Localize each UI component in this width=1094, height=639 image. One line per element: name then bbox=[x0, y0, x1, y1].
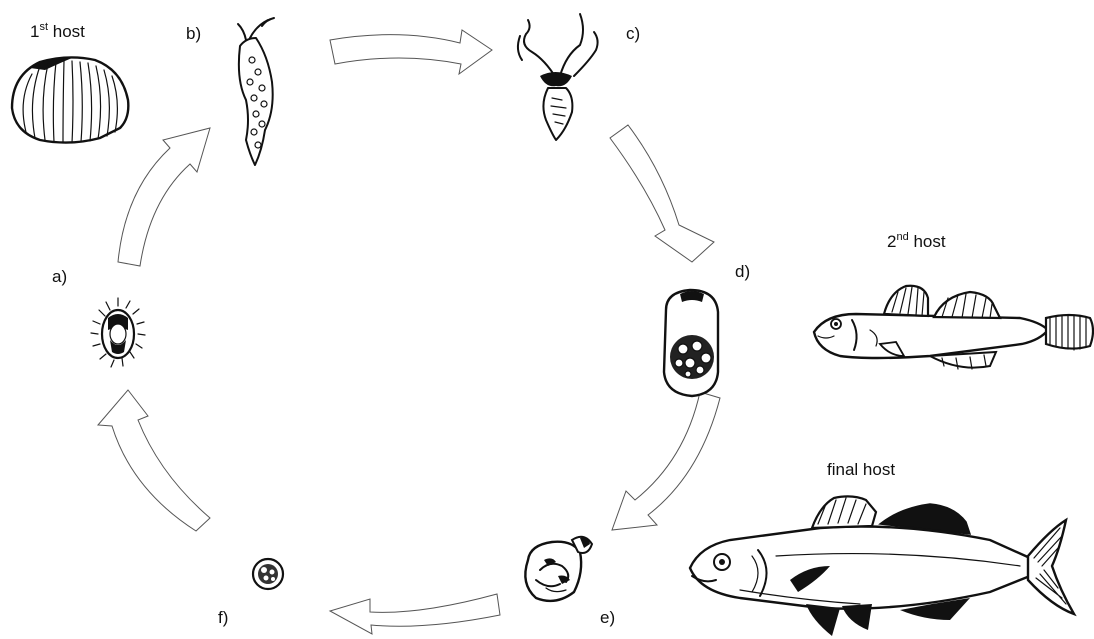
stage-label-b: b) bbox=[186, 24, 201, 44]
first-host-label: 1st host bbox=[30, 22, 85, 42]
stage-label-d: d) bbox=[735, 262, 750, 282]
miracidium-icon bbox=[91, 298, 145, 367]
stage-label-a: a) bbox=[52, 267, 67, 287]
stage-label-e: e) bbox=[600, 608, 615, 628]
arrow-e-to-f bbox=[330, 594, 500, 634]
first-host-ordinal-suffix: st bbox=[39, 21, 48, 33]
arrow-f-to-a bbox=[98, 390, 210, 531]
arrow-b-to-c bbox=[330, 30, 492, 74]
excysted-worm-icon bbox=[525, 537, 592, 601]
arrow-c-to-d bbox=[610, 125, 714, 262]
arrow-d-to-e bbox=[612, 392, 720, 530]
cercaria-icon bbox=[518, 14, 598, 140]
final-host-label: final host bbox=[827, 460, 895, 480]
metacercaria-cyst-icon bbox=[664, 290, 718, 396]
arrow-a-to-b bbox=[118, 128, 210, 266]
stage-label-f: f) bbox=[218, 608, 228, 628]
second-host-ordinal-suffix: nd bbox=[896, 231, 908, 243]
second-host-word: host bbox=[913, 232, 945, 251]
goby-fish-icon bbox=[814, 286, 1093, 369]
first-host-word: host bbox=[53, 22, 85, 41]
small-cyst-icon bbox=[253, 559, 283, 589]
stage-label-c: c) bbox=[626, 24, 640, 44]
sporocyst-icon bbox=[238, 18, 274, 165]
clam-shell-icon bbox=[12, 57, 128, 143]
sea-bass-icon bbox=[690, 496, 1074, 636]
second-host-label: 2nd host bbox=[887, 232, 946, 252]
